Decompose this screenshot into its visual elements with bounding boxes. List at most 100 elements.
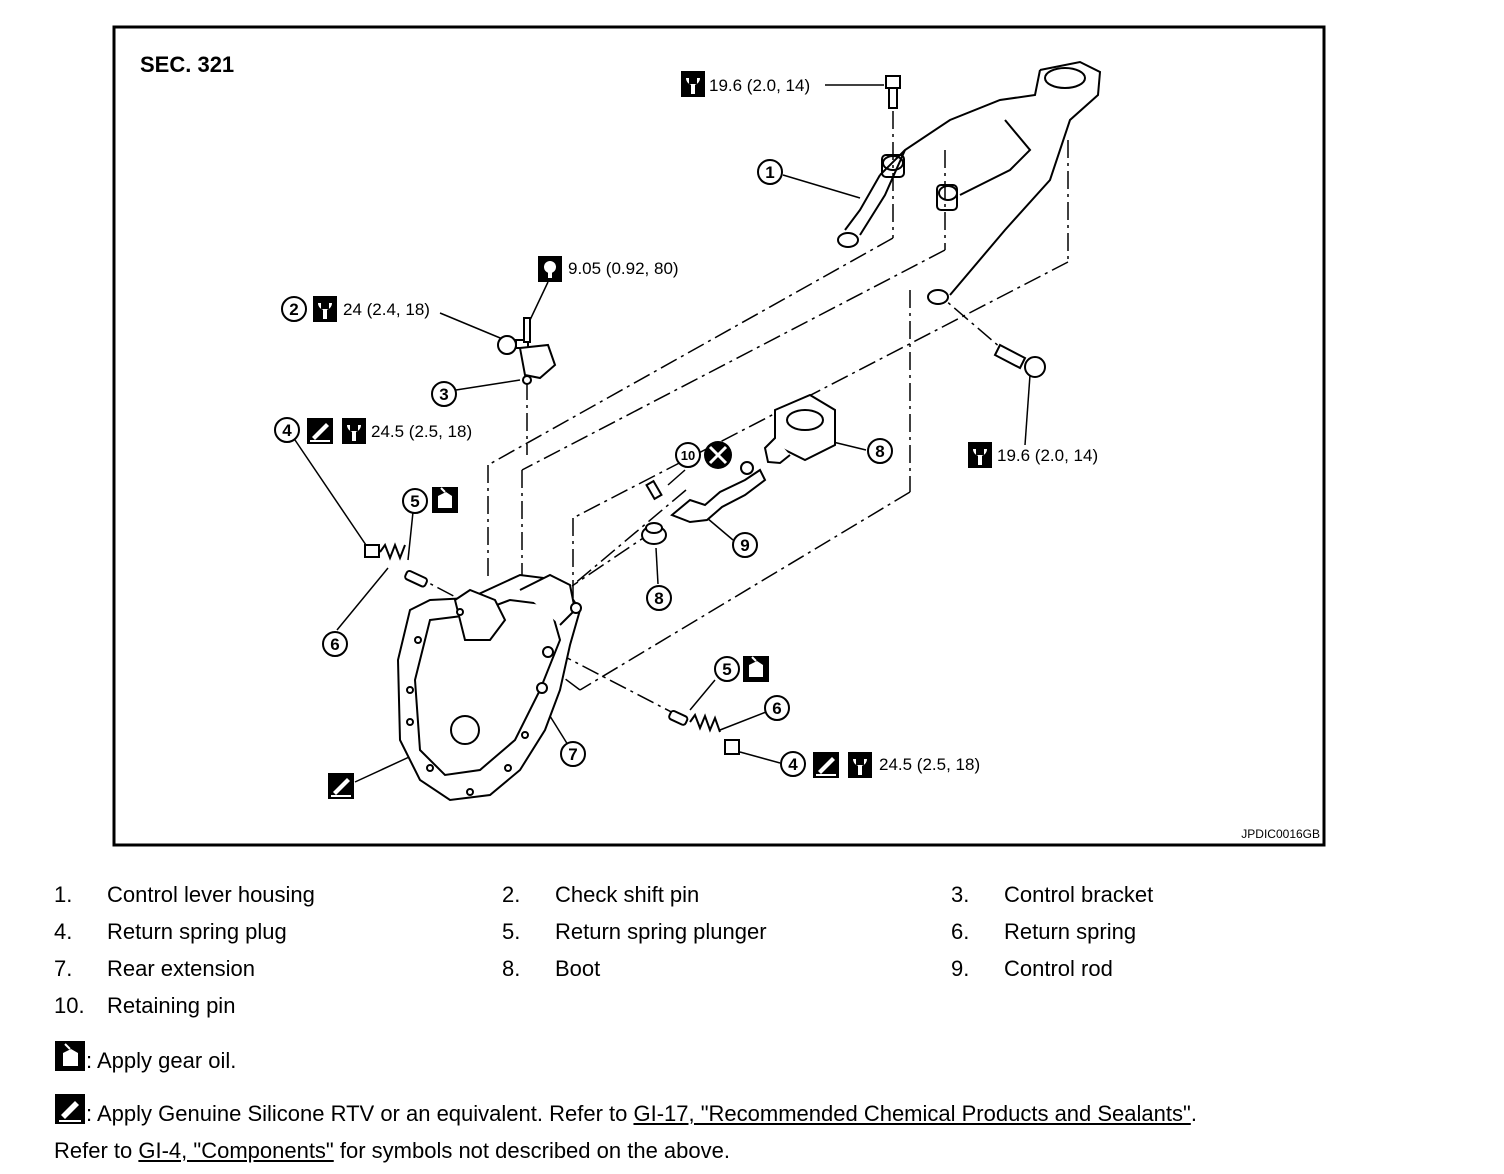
torque-wrench-icon — [313, 296, 337, 322]
top-bolt — [885, 75, 901, 109]
gear-oil-icon — [55, 1041, 85, 1071]
retaining-pin — [645, 479, 663, 501]
svg-text:4: 4 — [282, 421, 292, 440]
legend-number: 5. — [502, 919, 521, 944]
gi-4-link[interactable]: GI-4, "Components" — [138, 1138, 334, 1163]
sealant-icons — [307, 418, 839, 799]
marker-3: 3 — [431, 381, 457, 407]
legend-label: Boot — [555, 956, 601, 981]
svg-text:10: 10 — [681, 448, 695, 463]
diagram-frame — [112, 25, 1326, 847]
marker-5-lower: 5 — [714, 656, 740, 682]
lower-return-spring — [668, 709, 740, 755]
torque-wrench-icon — [681, 71, 705, 97]
refer-note: Refer to GI-4, "Components" for symbols … — [54, 1138, 730, 1164]
legend-number: 3. — [951, 882, 970, 907]
callout-markers: 1 2 3 4 5 6 7 8 8 9 10 5 6 4 — [274, 159, 893, 777]
svg-text:8: 8 — [654, 589, 663, 608]
legend-label: Control lever housing — [107, 882, 315, 907]
svg-text:6: 6 — [330, 635, 339, 654]
legend-number: 10. — [54, 993, 85, 1018]
marker-7: 7 — [560, 741, 586, 767]
svg-text:7: 7 — [568, 745, 577, 764]
legend-number: 7. — [54, 956, 73, 981]
legend-number: 6. — [951, 919, 970, 944]
torque-4-lower-value: 24.5 (2.5, 18) — [879, 755, 980, 774]
exploded-view-diagram: SEC. 321 JPDIC0016GB — [112, 25, 1326, 847]
gear-oil-note: : Apply gear oil. — [54, 1040, 236, 1074]
gi-17-link[interactable]: GI-17, "Recommended Chemical Products an… — [633, 1101, 1191, 1126]
svg-text:1: 1 — [765, 163, 774, 182]
marker-9: 9 — [732, 532, 758, 558]
torque-values: 19.6 (2.0, 14) 9.05 (0.92, 80) 24 (2.4, … — [343, 76, 1098, 774]
marker-8-upper: 8 — [867, 438, 893, 464]
legend-label: Retaining pin — [107, 993, 236, 1018]
control-bracket — [518, 317, 557, 385]
check-shift-pin — [497, 335, 529, 355]
legend-label: Rear extension — [107, 956, 255, 981]
gear-oil-note-text: : Apply gear oil. — [86, 1048, 237, 1073]
marker-4-lower: 4 — [780, 751, 806, 777]
control-rod — [670, 461, 767, 524]
svg-text:3: 3 — [439, 385, 448, 404]
marker-1: 1 — [757, 159, 783, 185]
boot-upper — [763, 393, 836, 465]
rear-extension — [396, 573, 582, 802]
rtv-note: : Apply Genuine Silicone RTV or an equiv… — [54, 1093, 1197, 1127]
torque-right-value: 19.6 (2.0, 14) — [997, 446, 1098, 465]
control-lever-housing — [837, 60, 1102, 305]
sealant-icon — [55, 1094, 85, 1124]
legend-label: Check shift pin — [555, 882, 700, 907]
torque-top-value: 19.6 (2.0, 14) — [709, 76, 810, 95]
rtv-note-suffix: . — [1190, 1101, 1197, 1126]
gear-oil-icons — [432, 487, 769, 682]
boot-lower — [641, 522, 667, 545]
sealant-icon — [307, 418, 333, 444]
svg-text:5: 5 — [722, 660, 731, 679]
svg-text:2: 2 — [289, 300, 298, 319]
rtv-note-text: : Apply Genuine Silicone RTV or an equiv… — [86, 1101, 634, 1126]
svg-text:4: 4 — [788, 755, 798, 774]
marker-2: 2 — [281, 296, 307, 322]
torque-4-upper-value: 24.5 (2.5, 18) — [371, 422, 472, 441]
legend-label: Control bracket — [1004, 882, 1154, 907]
legend-label: Return spring plug — [107, 919, 287, 944]
upper-return-spring — [364, 542, 428, 588]
legend-label: Return spring plunger — [555, 919, 767, 944]
marker-4-upper: 4 — [274, 417, 300, 443]
svg-text:5: 5 — [410, 492, 419, 511]
marker-6-lower: 6 — [764, 695, 790, 721]
right-bolt — [993, 343, 1046, 378]
legend-number: 2. — [502, 882, 521, 907]
legend-label: Control rod — [1004, 956, 1113, 981]
torque-wrench-icon — [848, 752, 872, 778]
legend-number: 8. — [502, 956, 521, 981]
marker-10: 10 — [675, 442, 701, 468]
section-label: SEC. 321 — [140, 52, 234, 77]
refer-note-prefix: Refer to — [54, 1138, 139, 1163]
torque-wrench-icon — [968, 442, 992, 468]
torque-wrench-icon — [342, 418, 366, 444]
legend-label: Return spring — [1004, 919, 1137, 944]
marker-8-lower: 8 — [646, 585, 672, 611]
legend-number: 9. — [951, 956, 970, 981]
sealant-icon — [328, 773, 354, 799]
figure-code: JPDIC0016GB — [1241, 827, 1320, 841]
marker-5-upper: 5 — [402, 488, 428, 514]
torque-pin-value: 9.05 (0.92, 80) — [568, 259, 679, 278]
svg-text:9: 9 — [740, 536, 749, 555]
gear-oil-icon — [743, 656, 769, 682]
marker-6-upper: 6 — [322, 631, 348, 657]
legend-number: 1. — [54, 882, 73, 907]
torque-2-value: 24 (2.4, 18) — [343, 300, 430, 319]
sealant-icon — [813, 752, 839, 778]
svg-text:8: 8 — [875, 442, 884, 461]
torque-icons — [313, 71, 992, 778]
torque-wrench-icon — [538, 256, 562, 282]
do-not-reuse-icon — [704, 441, 732, 469]
gear-oil-icon — [432, 487, 458, 513]
refer-note-suffix: for symbols not described on the above. — [333, 1138, 730, 1163]
leader-lines — [294, 84, 1031, 783]
svg-text:6: 6 — [772, 699, 781, 718]
legend-number: 4. — [54, 919, 73, 944]
